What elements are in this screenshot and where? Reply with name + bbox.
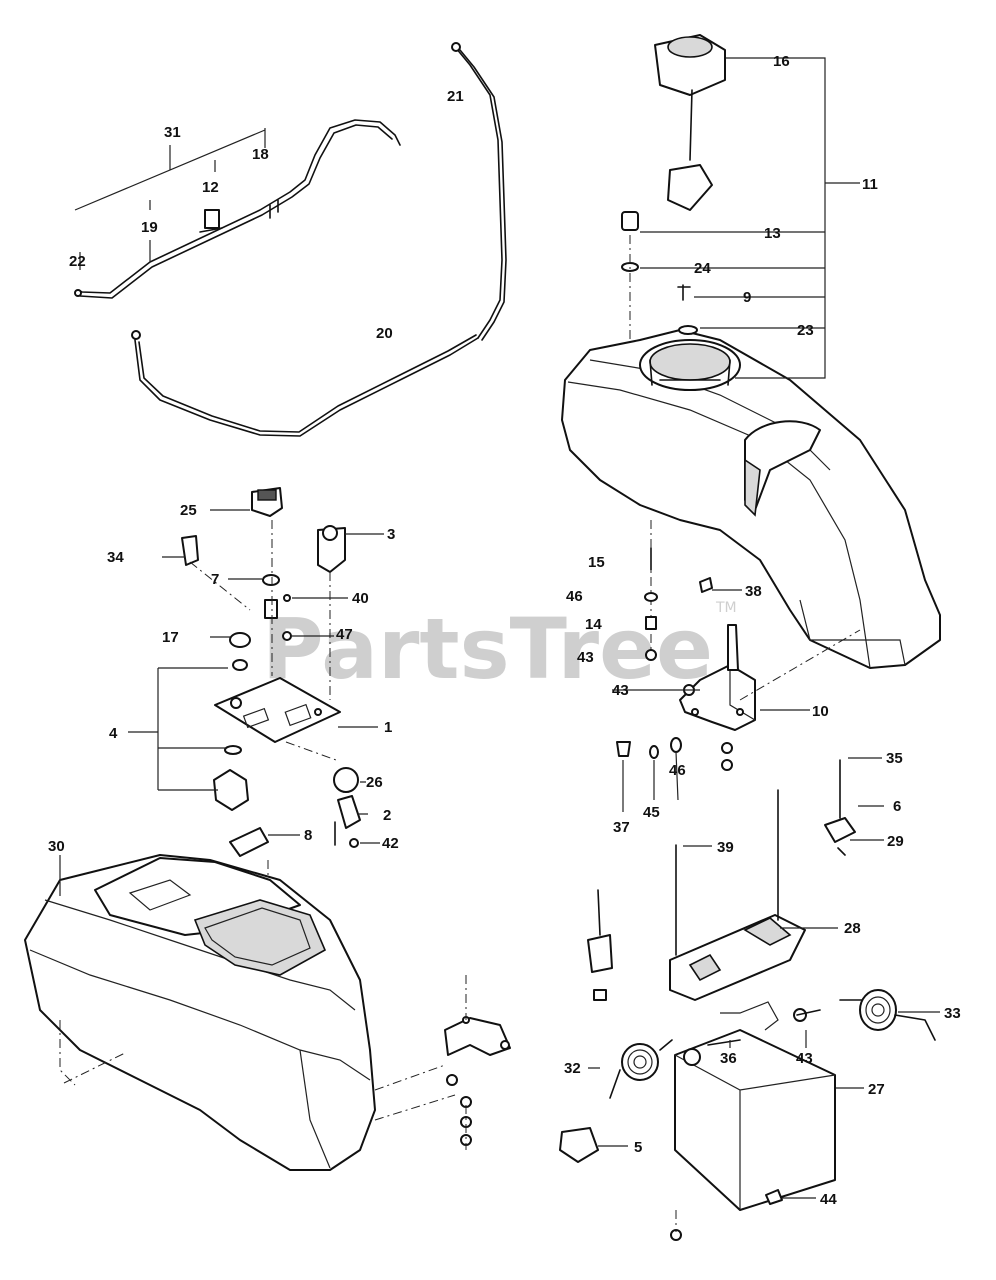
fender-bracket[interactable] [59,855,511,1150]
callout-43-battery[interactable]: 43 [796,1050,813,1067]
callout-2[interactable]: 2 [383,807,391,824]
callout-33[interactable]: 33 [944,1005,961,1022]
callout-46-right[interactable]: 46 [669,762,686,779]
callout-36[interactable]: 36 [720,1050,737,1067]
callout-7[interactable]: 7 [211,571,219,588]
callout-23[interactable]: 23 [797,322,814,339]
callout-3[interactable]: 3 [387,526,395,543]
callout-37[interactable]: 37 [613,819,630,836]
callout-12[interactable]: 12 [202,179,219,196]
callout-43-left[interactable]: 43 [577,649,594,666]
callout-32[interactable]: 32 [564,1060,581,1077]
callout-6[interactable]: 6 [893,798,901,815]
callout-46-left[interactable]: 46 [566,588,583,605]
callout-39[interactable]: 39 [717,839,734,856]
fuel-hose-assembly [74,119,401,299]
callout-15[interactable]: 15 [588,554,605,571]
callout-29[interactable]: 29 [887,833,904,850]
callout-16[interactable]: 16 [773,53,790,70]
fuel-tank [561,329,941,669]
fuel-cap[interactable] [654,34,726,211]
callout-24[interactable]: 24 [694,260,711,277]
callout-45[interactable]: 45 [643,804,660,821]
callout-1[interactable]: 1 [384,719,392,736]
callout-43-mid[interactable]: 43 [612,682,629,699]
callout-25[interactable]: 25 [180,502,197,519]
battery-callout-lines [588,757,940,1199]
seat-fender [24,854,376,1171]
callout-47[interactable]: 47 [336,626,353,643]
callout-22[interactable]: 22 [69,253,86,270]
callout-19[interactable]: 19 [141,219,158,236]
fuel-line-21 [451,42,507,341]
callout-40[interactable]: 40 [352,590,369,607]
watermark-tm: TM [715,600,737,616]
watermark-text: PartsTree [262,600,713,698]
callout-31[interactable]: 31 [164,124,181,141]
callout-42[interactable]: 42 [382,835,399,852]
callout-30[interactable]: 30 [48,838,65,855]
battery-hold-down[interactable] [669,789,806,1001]
callout-34[interactable]: 34 [107,549,124,566]
callout-9[interactable]: 9 [743,289,751,306]
callout-4[interactable]: 4 [109,725,118,742]
control-switches [181,487,361,915]
control-panel-plate[interactable] [214,677,341,743]
callout-21[interactable]: 21 [447,88,464,105]
callout-27[interactable]: 27 [868,1081,885,1098]
callout-tree-4 [128,509,384,844]
callout-17[interactable]: 17 [162,629,179,646]
callout-tree-31 [74,128,266,270]
callout-26[interactable]: 26 [366,774,383,791]
callout-14[interactable]: 14 [585,616,602,633]
callout-tree-11 [640,57,860,379]
callout-labels: 1 2 3 4 5 6 7 8 9 10 11 12 13 14 15 16 1… [48,53,961,1208]
callout-28[interactable]: 28 [844,920,861,937]
fuel-cap-parts [621,211,698,340]
callout-44[interactable]: 44 [820,1191,837,1208]
callout-35[interactable]: 35 [886,750,903,767]
callout-20[interactable]: 20 [376,325,393,342]
callout-5[interactable]: 5 [634,1139,642,1156]
callout-18[interactable]: 18 [252,146,269,163]
battery[interactable] [674,1008,836,1211]
callout-13[interactable]: 13 [764,225,781,242]
callout-10[interactable]: 10 [812,703,829,720]
callout-8[interactable]: 8 [304,827,312,844]
callout-38[interactable]: 38 [745,583,762,600]
fuel-line-20 [131,330,479,437]
battery-cables [559,759,936,1241]
tank-hardware [612,520,861,812]
callout-11[interactable]: 11 [862,176,878,193]
